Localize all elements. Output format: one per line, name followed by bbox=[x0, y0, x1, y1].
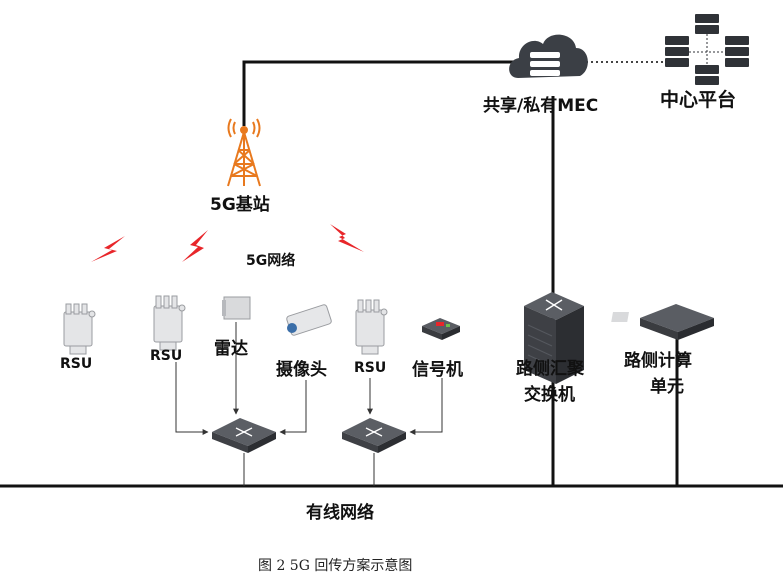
tower-icon bbox=[227, 118, 261, 187]
cloud-server-icon bbox=[509, 34, 588, 78]
network-5g-label: 5G网络 bbox=[246, 253, 296, 269]
compute-unit-label-line1: 路侧计算 bbox=[624, 351, 692, 371]
camera-label: 摄像头 bbox=[276, 360, 327, 380]
wired-network-label: 有线网络 bbox=[306, 503, 374, 523]
radar-label: 雷达 bbox=[214, 339, 248, 359]
compute-unit-icon bbox=[611, 304, 714, 340]
base-station-label: 5G基站 bbox=[210, 195, 270, 215]
lightning-icon bbox=[91, 224, 364, 262]
rsu-icon bbox=[355, 299, 388, 355]
compute-unit-label-line2: 单元 bbox=[650, 377, 684, 397]
figure-caption: 图 2 5G 回传方案示意图 bbox=[258, 558, 413, 574]
switch-icon bbox=[524, 292, 584, 384]
rsu-label: RSU bbox=[150, 348, 183, 364]
device-connectors bbox=[175, 322, 443, 486]
tower-to-mec-line bbox=[242, 60, 515, 126]
signal-controller-icon bbox=[422, 318, 460, 340]
rsu-label: RSU bbox=[354, 360, 387, 376]
switch-icon bbox=[212, 418, 276, 453]
server-rack-icon bbox=[665, 14, 749, 85]
camera-icon bbox=[286, 304, 332, 336]
agg-switch-label-line2: 交换机 bbox=[524, 385, 575, 405]
rsu-icon bbox=[153, 295, 186, 351]
switch-icon bbox=[342, 418, 406, 453]
signal-controller-label: 信号机 bbox=[412, 360, 463, 380]
rsu-icon bbox=[63, 303, 96, 355]
rsu-label: RSU bbox=[60, 356, 93, 372]
center-platform-label: 中心平台 bbox=[660, 89, 737, 111]
radar-icon bbox=[222, 296, 251, 320]
mec-label: 共享/私有MEC bbox=[483, 96, 599, 116]
agg-switch-label-line1: 路侧汇聚 bbox=[516, 359, 584, 379]
